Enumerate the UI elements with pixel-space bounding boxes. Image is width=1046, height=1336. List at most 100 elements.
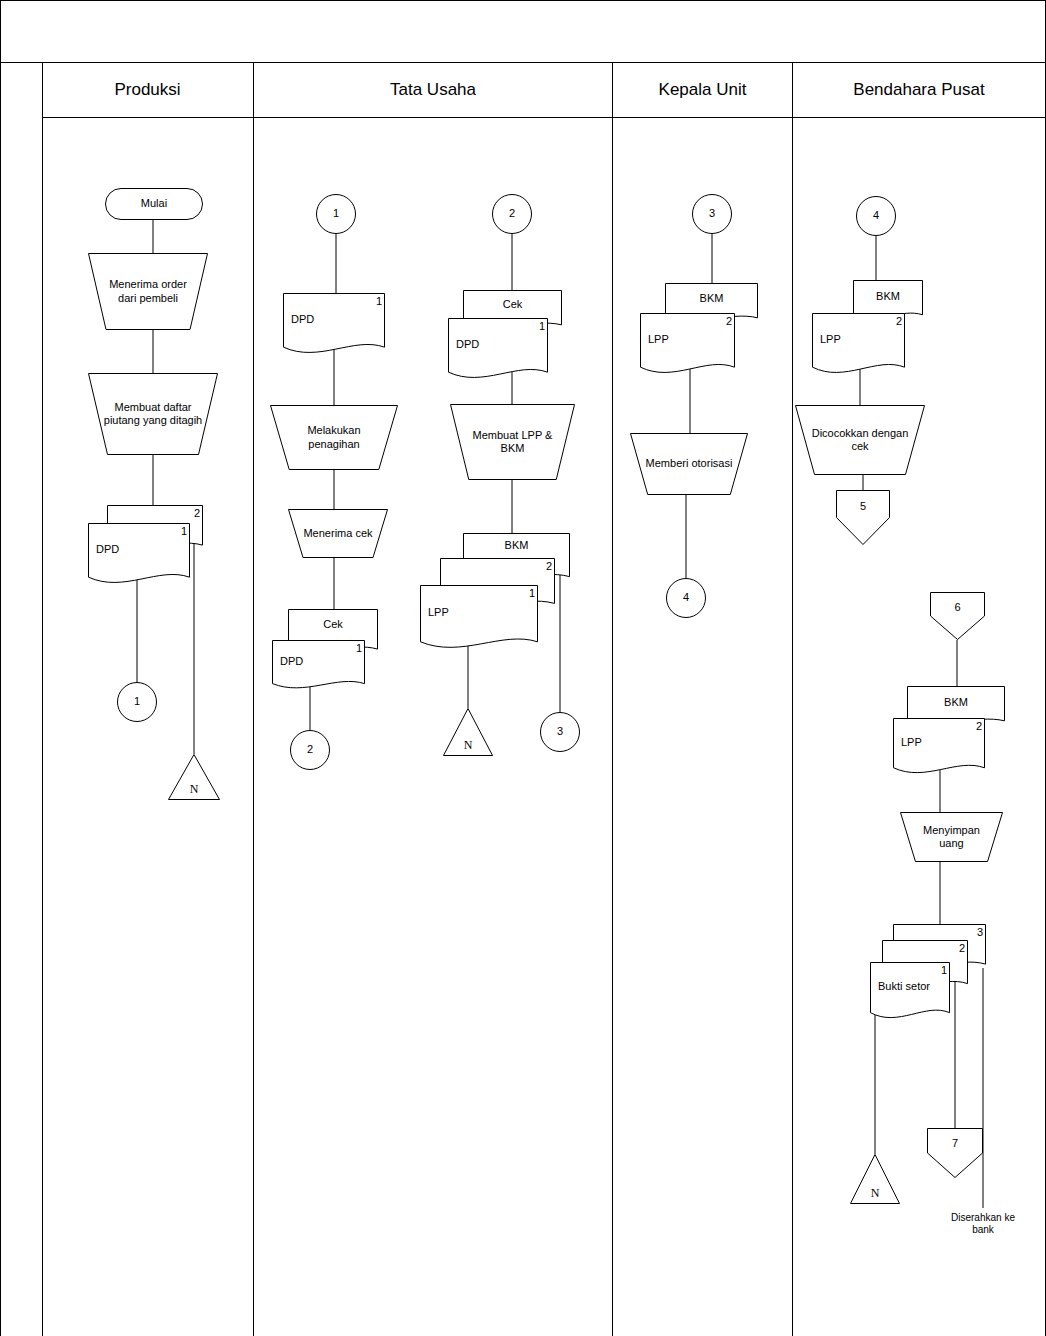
node-text: Membuat daftar piutang yang ditagih	[101, 401, 205, 427]
flow-line	[334, 345, 335, 405]
document-stack: BKM2LPP1	[420, 533, 570, 650]
lane-heading: Tata Usaha	[254, 62, 612, 118]
offpage-connector: 6	[930, 592, 985, 640]
circle-outline	[541, 713, 580, 752]
flow-line	[876, 236, 877, 280]
trapezoid-outline	[89, 254, 208, 330]
triangle-outline	[444, 709, 493, 756]
document-label: DPD	[456, 338, 532, 351]
flow-line	[137, 575, 138, 682]
connector-circle: 3	[540, 712, 580, 752]
flow-line	[560, 575, 561, 712]
flow-line	[686, 495, 687, 578]
trapezoid-outline	[451, 405, 575, 480]
file-triangle: N	[168, 754, 220, 800]
manual-operation: Membuat LPP & BKM	[450, 404, 575, 480]
flow-line	[940, 862, 941, 924]
circle-outline	[118, 683, 157, 722]
triangle-outline	[169, 755, 220, 800]
offpage-outline	[837, 491, 890, 545]
lane-heading: Kepala Unit	[613, 62, 792, 118]
document-sheet	[641, 314, 735, 373]
flow-line	[153, 455, 154, 505]
node-text: Memberi otorisasi	[642, 457, 736, 470]
connector-circle: 1	[316, 194, 356, 234]
flow-line	[940, 765, 941, 812]
document-label: BKM	[665, 292, 758, 305]
offpage-connector: 5	[836, 490, 890, 545]
document-label: BKM	[463, 539, 570, 552]
swimlane: Kepala Unit 3BKMLPP2Memberi otorisasi 4	[613, 62, 793, 1336]
node-text: Menerima cek	[298, 527, 378, 540]
document-label: Bukti setor	[878, 980, 934, 993]
node-text: 4	[671, 591, 701, 604]
trapezoid-outline	[901, 813, 1003, 862]
document-stack: BKMLPP2	[640, 283, 758, 375]
copy-number: 1	[369, 295, 382, 308]
manual-operation: Menyimpan uang	[900, 812, 1003, 862]
node-text: 6	[935, 601, 980, 614]
document-label: BKM	[907, 696, 1005, 709]
node-text: Dicocokkan dengan cek	[808, 427, 912, 453]
node-text: Membuat LPP & BKM	[463, 429, 563, 455]
node-text: 1	[122, 695, 152, 708]
document-sheet	[421, 586, 538, 648]
connector-circle: 2	[492, 194, 532, 234]
swimlane: Tata Usaha1DPD1Melakukan penagihanMeneri…	[254, 62, 613, 1336]
node-text: Menyimpan uang	[911, 824, 993, 850]
copy-number: 2	[969, 720, 982, 733]
offpage-outline	[931, 593, 985, 640]
node-text: 2	[295, 743, 325, 756]
flow-line	[512, 480, 513, 533]
connector-circle: 4	[666, 578, 706, 618]
circle-outline	[317, 195, 356, 234]
document-label: DPD	[291, 313, 369, 326]
node-text: N	[448, 738, 488, 752]
offpage-connector-outline	[930, 592, 985, 640]
flow-line	[336, 234, 337, 293]
connector-circle: 3	[692, 194, 732, 234]
flow-line	[875, 1010, 876, 1154]
circle-outline	[857, 197, 896, 236]
offpage-connector-outline	[927, 1128, 983, 1178]
node-text: 1	[321, 207, 351, 220]
flow-line	[863, 475, 864, 490]
document-sheet	[284, 294, 385, 353]
connector-circle: 2	[290, 730, 330, 770]
flow-line	[334, 558, 335, 609]
manual-operation: Melakukan penagihan	[270, 405, 398, 470]
copy-number: 1	[934, 964, 947, 977]
copy-number: 2	[187, 507, 200, 520]
flow-line	[468, 640, 469, 708]
document-label: LPP	[428, 606, 522, 619]
manual-operation: Membuat daftar piutang yang ditagih	[88, 373, 218, 455]
node-text: 3	[697, 207, 727, 220]
document-stack: CekDPD1	[448, 290, 562, 380]
node-text: N	[855, 1186, 895, 1200]
node-text: Mulai	[113, 197, 195, 210]
leader-line	[983, 968, 984, 1208]
flow-line	[955, 982, 956, 1128]
document-label: BKM	[853, 290, 923, 303]
copy-number: 1	[349, 642, 362, 655]
circle-outline	[693, 195, 732, 234]
document-stack: BKMLPP2	[812, 280, 923, 375]
copy-number: 2	[952, 942, 965, 955]
document-sheet	[813, 314, 905, 373]
document-label: Cek	[463, 298, 562, 311]
node-text: 5	[841, 500, 885, 513]
document-stack-outline	[812, 280, 923, 375]
document-label: DPD	[280, 655, 349, 668]
lane-heading: Bendahara Pusat	[793, 62, 1045, 118]
document-label: Cek	[288, 618, 378, 631]
document-sheet	[449, 319, 548, 378]
flow-line	[860, 365, 861, 405]
trapezoid-outline	[631, 434, 748, 495]
flow-line	[153, 330, 154, 373]
copy-number: 2	[889, 315, 902, 328]
copy-number: 1	[174, 525, 187, 538]
document-sheet	[894, 719, 985, 773]
node-text: 4	[861, 209, 891, 222]
